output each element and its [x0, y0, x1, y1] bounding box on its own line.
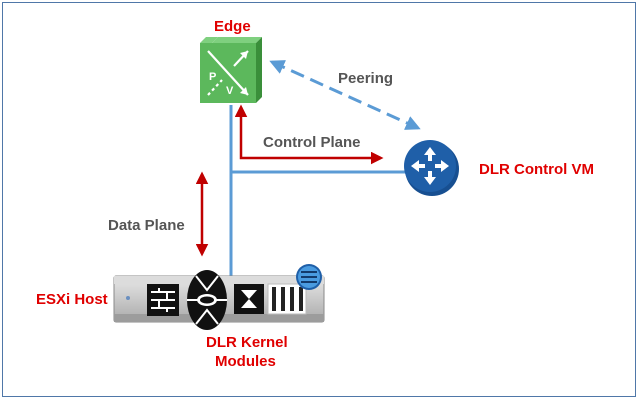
kernel-modules-icon	[147, 264, 322, 330]
switch-module-icon	[234, 284, 264, 314]
edge-glyph-p: P	[209, 71, 216, 83]
esxi-host-label: ESXi Host	[36, 291, 108, 308]
bridge-module-icon	[267, 283, 307, 315]
dlr-kernel-modules-label-line2: Modules	[215, 353, 276, 370]
dlr-control-vm-icon	[404, 140, 459, 196]
edge-label: Edge	[214, 18, 251, 35]
control-plane-arrow	[234, 104, 384, 165]
switch-badge-icon	[296, 264, 322, 290]
peering-label: Peering	[338, 70, 393, 87]
peering-arrow	[269, 60, 421, 130]
firewall-module-icon	[147, 284, 179, 316]
diagram-frame	[2, 2, 636, 397]
control-plane-label: Control Plane	[263, 134, 361, 151]
dlr-kernel-modules-label-line1: DLR Kernel	[206, 334, 288, 351]
edge-router-icon: P V	[200, 37, 262, 103]
edge-glyph-v: V	[226, 85, 234, 97]
router-module-icon	[187, 270, 227, 330]
network-links	[229, 105, 405, 280]
data-plane-label: Data Plane	[108, 217, 185, 234]
dlr-control-vm-label: DLR Control VM	[479, 161, 594, 178]
